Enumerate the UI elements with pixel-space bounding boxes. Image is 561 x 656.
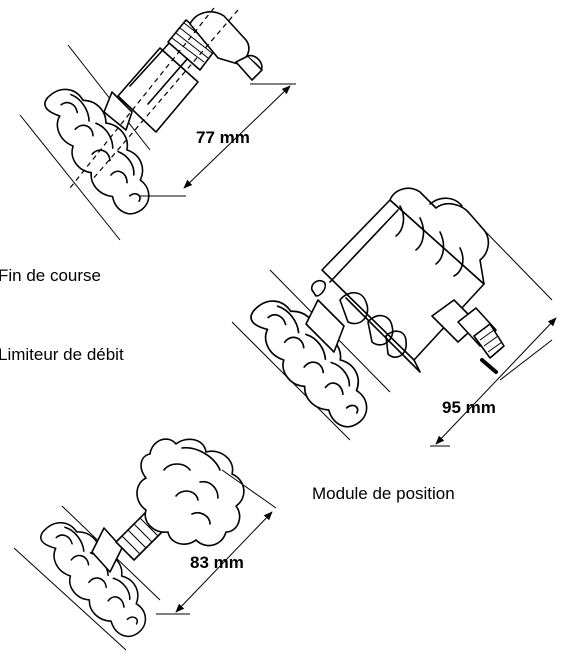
limit-switch-caption: Fin de course	[0, 266, 101, 285]
flow-limiter-dimension: 83 mm	[190, 553, 244, 572]
position-module-drawing	[231, 187, 557, 447]
flow-limiter-drawing	[13, 438, 277, 651]
position-module-dimension: 95 mm	[442, 398, 496, 417]
flow-limiter-caption: Limiteur de débit	[0, 345, 124, 364]
limit-switch-dimension: 77 mm	[196, 128, 250, 147]
position-module-caption: Module de position	[312, 484, 455, 503]
limit-switch-drawing	[19, 7, 296, 241]
